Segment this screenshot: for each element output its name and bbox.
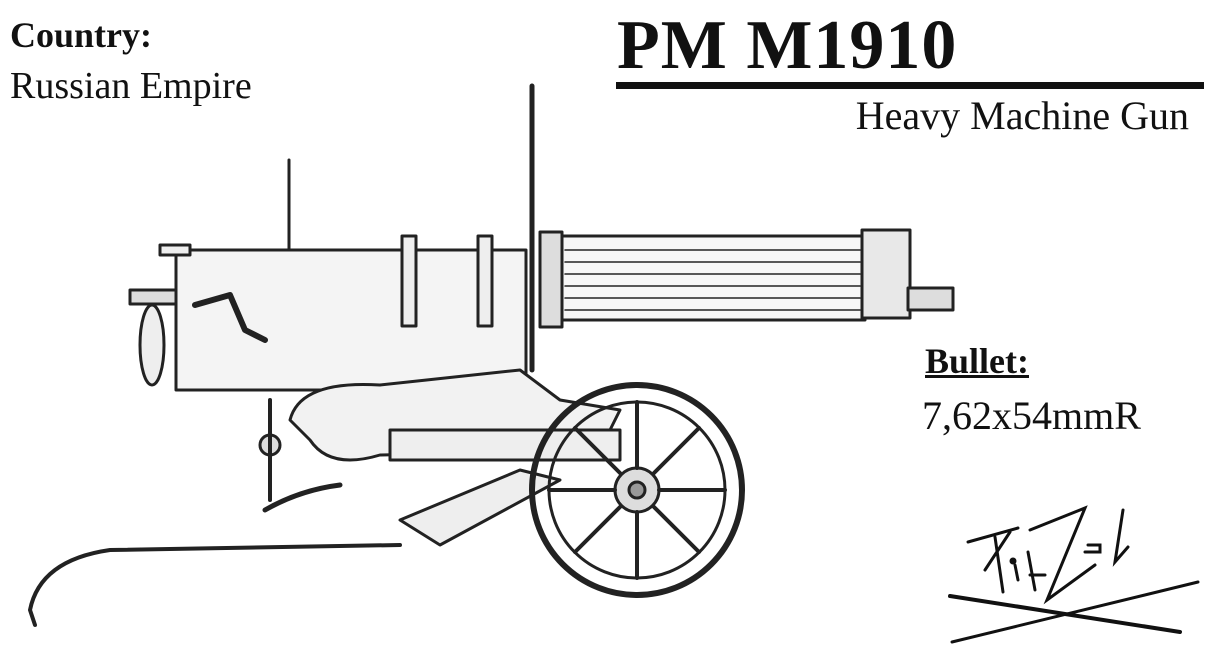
country-label: Country: (10, 15, 152, 55)
bullet-value: 7,62x54mmR (922, 393, 1141, 438)
country-value: Russian Empire (10, 65, 252, 107)
page-title: PM M1910 (617, 7, 958, 84)
subtitle: Heavy Machine Gun (855, 93, 1189, 138)
bullet-label: Bullet: (925, 341, 1029, 381)
title-underline (616, 82, 1204, 89)
